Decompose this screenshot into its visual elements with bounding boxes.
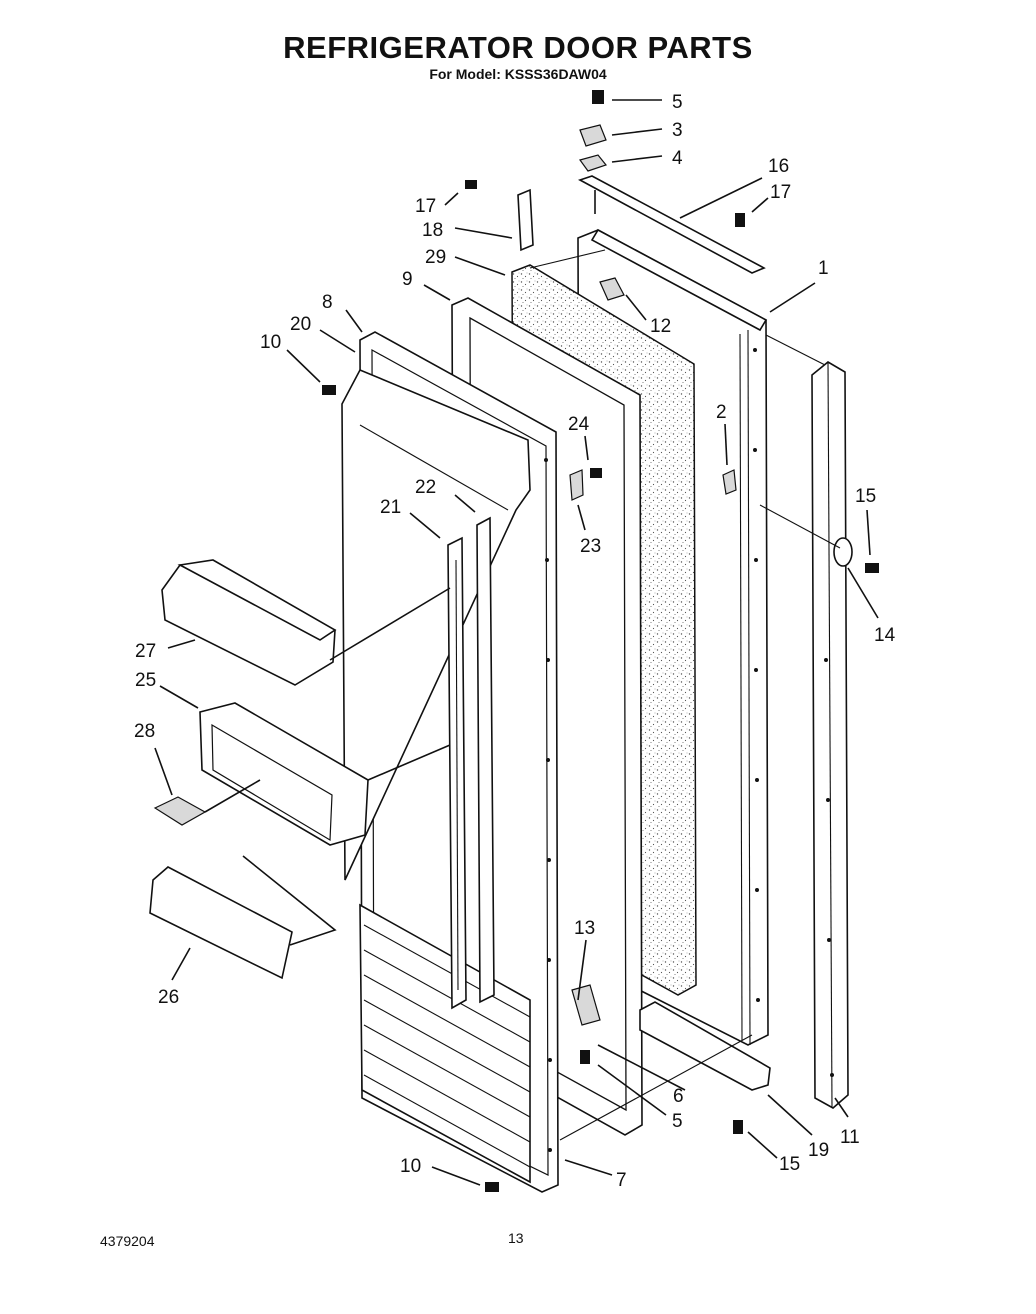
callout-19: 19 [808, 1140, 829, 1161]
callout-11: 11 [840, 1127, 860, 1148]
part-19-bottom-hinge-bar [639, 1001, 771, 1091]
callout-15: 15 [855, 486, 876, 507]
page-title: REFRIGERATOR DOOR PARTS [283, 30, 753, 65]
callout-10: 10 [400, 1156, 421, 1177]
callout-21: 21 [380, 497, 401, 518]
callout-26: 26 [158, 987, 179, 1008]
callout-2: 2 [716, 402, 727, 423]
callout-7: 7 [616, 1170, 627, 1191]
callout-18: 18 [422, 220, 443, 241]
leader-lines [154, 99, 879, 1186]
callout-4: 4 [672, 148, 683, 169]
part-11-trim-strip [811, 361, 849, 1109]
part-16-hinge-strip [577, 175, 766, 274]
callout-5: 5 [672, 1111, 683, 1132]
callout-6: 6 [673, 1086, 684, 1107]
callout-12: 12 [650, 316, 671, 337]
part-25-dispenser-housing [199, 702, 451, 846]
part-22-shelf-rail [476, 516, 495, 1004]
callout-5: 5 [672, 92, 683, 113]
callout-29: 29 [425, 247, 446, 268]
callout-labels: 5 3 4 16 17 17 18 29 1 9 12 8 20 10 2 24… [134, 92, 896, 1191]
part-21-shelf-rail [447, 536, 467, 1010]
door-inner-panel [341, 368, 531, 1184]
callout-28: 28 [134, 721, 155, 742]
callout-8: 8 [322, 292, 333, 313]
callout-22: 22 [415, 477, 436, 498]
part-27-door-bin [161, 559, 451, 686]
callout-25: 25 [135, 670, 156, 691]
callout-16: 16 [768, 156, 789, 177]
callout-15: 15 [779, 1154, 800, 1175]
callout-20: 20 [290, 314, 311, 335]
callout-17: 17 [415, 196, 436, 217]
callout-3: 3 [672, 120, 683, 141]
callout-24: 24 [568, 414, 590, 435]
callout-1: 1 [818, 258, 829, 279]
callout-13: 13 [574, 918, 595, 939]
page-number: 13 [508, 1230, 524, 1246]
part-26-trim-cover [149, 855, 337, 980]
callout-9: 9 [402, 269, 413, 290]
part-18-top-bracket [517, 188, 534, 252]
callout-27: 27 [135, 641, 156, 662]
model-subtitle: For Model: KSSS36DAW04 [429, 66, 607, 82]
hardware-fasteners [322, 90, 879, 1192]
part-28-drip-tray [153, 779, 261, 826]
document-code: 4379204 [100, 1233, 155, 1249]
callout-14: 14 [874, 625, 896, 646]
callout-23: 23 [580, 536, 601, 557]
callout-10: 10 [260, 332, 281, 353]
callout-17: 17 [770, 182, 791, 203]
